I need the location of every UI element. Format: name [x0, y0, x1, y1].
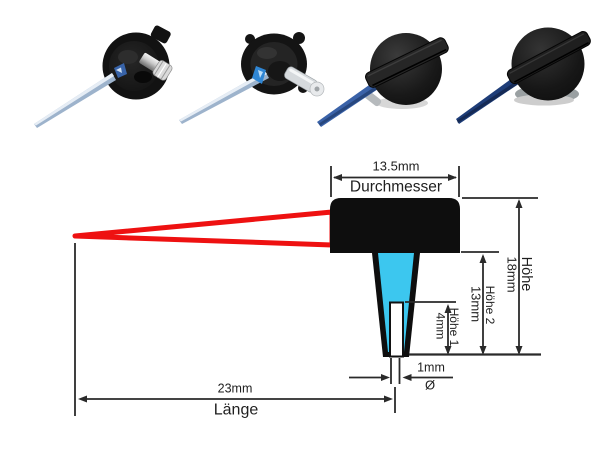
dim-height2-value: 13mm: [468, 286, 483, 322]
dim-diameter-value: 13.5mm: [373, 158, 420, 173]
dim-height1-value: 4mm: [433, 313, 447, 340]
dim-height-label: Höhe: [518, 257, 534, 292]
product-photo-4: [456, 27, 591, 124]
needle-shade: [319, 78, 390, 126]
dim-tip-diameter: 1mm Ø: [349, 358, 453, 393]
dim-length-value: 23mm: [218, 382, 253, 396]
knob-ridge: [365, 37, 449, 88]
dim-height1-label: Höhe 1: [447, 308, 461, 347]
dim-tip-label: Ø: [425, 378, 435, 393]
cross-section-diagram: 13.5mm Durchmesser 18mm Höhe 13mm Höhe 2: [72, 158, 541, 419]
needle-highlight: [179, 71, 267, 122]
pointer-outline-red: [72, 209, 335, 248]
needle-shade: [457, 76, 526, 123]
dim-diameter: 13.5mm Durchmesser: [330, 158, 460, 197]
shaft-slot: [389, 301, 404, 358]
dim-length: 23mm Länge: [74, 243, 396, 419]
cavity-detail: [257, 47, 277, 59]
dim-height2-label: Höhe 2: [483, 286, 497, 325]
dim-height-value: 18mm: [504, 256, 519, 292]
knob-ridge: [506, 31, 591, 85]
cavity-detail: [118, 50, 138, 64]
metal-bolt: [139, 53, 173, 81]
ring-lobe: [293, 32, 305, 44]
dim-diameter-label: Durchmesser: [350, 178, 442, 195]
clear-spindle: [284, 66, 325, 97]
hub-sparkle: [258, 70, 263, 78]
dim-length-label: Länge: [214, 402, 259, 419]
pointer-cap: [330, 198, 460, 253]
hub-blue-glint: [252, 66, 266, 84]
dim-height1: 4mm Höhe 1: [405, 301, 461, 355]
cavity-shadow: [134, 71, 152, 83]
needle-highlight: [34, 73, 114, 126]
dim-height2: 13mm Höhe 2: [461, 251, 499, 355]
mount-tab: [150, 25, 171, 44]
product-photo-3: [317, 33, 449, 127]
product-photo-2: [179, 32, 325, 124]
product-photo-1: [34, 25, 173, 128]
dim-tip-value: 1mm: [417, 361, 445, 375]
hub-sparkle: [116, 67, 122, 73]
dim-height: 18mm Höhe: [462, 197, 538, 355]
